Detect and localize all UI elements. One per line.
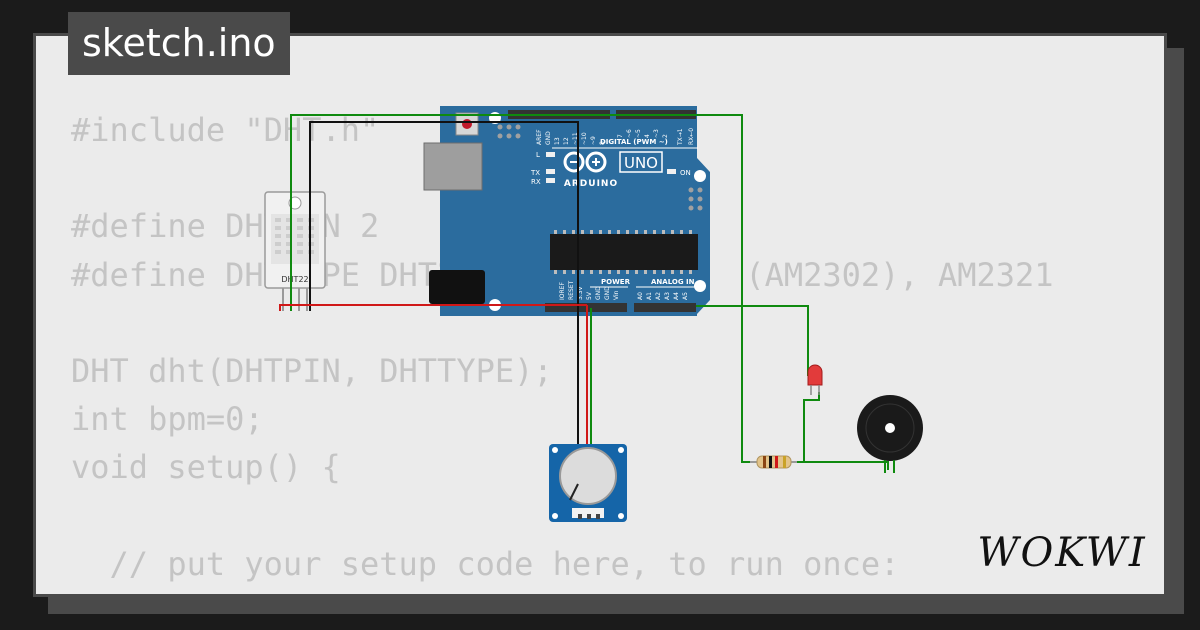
pin-label: TX→1 <box>677 128 684 146</box>
pin-label: ~9 <box>590 136 597 145</box>
pin-label: GND <box>595 286 602 300</box>
pin-label: GND <box>545 131 552 145</box>
board-model: UNO <box>624 154 658 172</box>
power-jack <box>429 270 485 304</box>
knob[interactable] <box>559 447 617 505</box>
led-label-on: ON <box>680 169 691 177</box>
dht22-sensor[interactable]: DHT22 <box>264 191 326 311</box>
sensor-label: DHT22 <box>281 275 308 284</box>
pin-label: ~10 <box>581 132 588 145</box>
pin-label: ~3 <box>653 129 660 138</box>
pin-label: 8 <box>599 141 606 145</box>
code-line: DHT dht(DHTPIN, DHTTYPE); <box>71 351 553 390</box>
digital-label: DIGITAL (PWM ~) <box>600 138 668 146</box>
pin-label: IOREF <box>559 282 566 300</box>
wokwi-logo-icon: WOKWI <box>977 530 1146 576</box>
wokwi-logo-text: WOKWI <box>977 530 1146 576</box>
pin-label: RESET <box>568 280 575 300</box>
wire-gnd-black[interactable] <box>309 121 579 449</box>
wire-buzzer-green[interactable] <box>803 392 889 470</box>
wire-led-green[interactable] <box>696 305 809 376</box>
pin-label: ~6 <box>626 129 633 138</box>
potentiometer[interactable] <box>549 444 627 522</box>
pin-label: 7 <box>617 134 624 138</box>
pin-label: 12 <box>563 137 570 145</box>
led-label-l: L <box>536 151 540 159</box>
code-background: #include "DHT.h"#define DHTPIN 2#define … <box>71 106 1054 594</box>
sketch-title-tab[interactable]: sketch.ino <box>68 12 290 75</box>
buzzer[interactable] <box>857 395 923 473</box>
pin-label: ~11 <box>572 132 579 145</box>
pin-label: 3.3V <box>577 285 584 300</box>
led-label-rx: RX <box>531 178 541 186</box>
pin-label: GND <box>604 286 611 300</box>
code-line: int bpm=0; <box>71 400 264 439</box>
pin-label: A1 <box>646 292 653 300</box>
pin-label: A5 <box>682 292 689 300</box>
pin-label: 4 <box>644 134 651 138</box>
pin-label: AREF <box>536 129 543 145</box>
wire-5v-red[interactable] <box>279 304 587 311</box>
resistor[interactable] <box>750 455 797 469</box>
wires <box>279 114 889 470</box>
code-line: #include "DHT.h" <box>71 111 380 149</box>
arduino-logo-icon <box>563 151 607 173</box>
code-line: void setup() { <box>71 448 341 487</box>
code-line: // put your setup code here, to run once… <box>71 544 900 583</box>
pin-label: A4 <box>673 292 680 300</box>
pin-label: A3 <box>664 292 671 300</box>
code-line: Serial.begin(115200); <box>71 588 1054 594</box>
pin-label: RX←0 <box>688 128 695 145</box>
microcontroller-chip <box>550 234 698 270</box>
pin-label: A0 <box>637 292 644 300</box>
led-label-tx: TX <box>530 169 540 177</box>
board-brand: ARDUINO <box>564 179 618 189</box>
pin-label: 5V <box>586 291 593 300</box>
arduino-uno-board[interactable]: DIGITAL (PWM ~) UNO ARDUINO L TX RX ON A… <box>423 106 710 316</box>
power-label: POWER <box>601 278 631 286</box>
red-led[interactable] <box>807 364 823 395</box>
pin-label: 2 <box>662 134 669 138</box>
pin-label: 13 <box>554 137 561 145</box>
usb-port <box>423 142 483 191</box>
pin-label: Vin <box>613 290 620 300</box>
pin-label: A2 <box>655 292 662 300</box>
pin-label: ~5 <box>635 129 642 138</box>
analog-label: ANALOG IN <box>651 278 695 286</box>
wire-data-green[interactable] <box>290 114 758 463</box>
